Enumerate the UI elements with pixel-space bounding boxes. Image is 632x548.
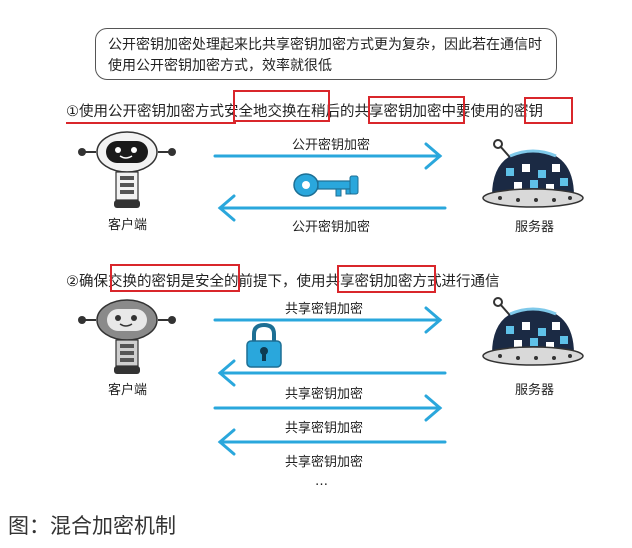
step1-heading: ①使用公开密钥加密方式安全地交换在稍后的共享密钥加密中要使用的密钥 [66,104,543,120]
server-dome-icon-2 [482,297,584,366]
robot-client-icon [78,131,176,208]
figure-caption: 图：混合加密机制 [8,514,176,538]
robot-client-icon-2 [78,299,176,374]
highlight-box-shared-key-method [337,265,436,293]
highlight-box-safe-exchange [233,90,330,122]
arrow-right-step1 [213,142,443,170]
highlight-box-key [524,97,573,124]
padlock-icon [246,322,282,368]
arrow-left-step2-2 [217,428,447,456]
server-dome-icon [482,139,584,208]
highlight-box-shared-key [368,96,465,124]
step2-arrow-label-3: 共享密钥加密 [285,421,364,436]
arrow-right-step2-2 [213,394,443,422]
step2-arrow-label-2: 共享密钥加密 [285,387,364,402]
ellipsis: … [315,474,328,489]
arrow-right-step2-1 [213,306,443,334]
arrow-left-step2-1 [217,359,447,387]
step1-server-label: 服务器 [515,220,555,235]
step2-server-label: 服务器 [515,383,555,398]
highlight-box-exchanged-key-safe [110,264,240,292]
step1-arrow-top-label: 公开密钥加密 [292,138,371,153]
arrow-left-step1 [217,194,447,222]
step2-heading: ②确保交换的密钥是安全的前提下，使用共享密钥加密方式进行通信 [66,274,500,290]
step1-client-label: 客户端 [108,218,148,233]
key-icon [293,173,359,197]
intro-note: 公开密钥加密处理起来比共享密钥加密方式更为复杂，因此若在通信时使用公开密钥加密方… [95,28,557,80]
step2-arrow-label-4: 共享密钥加密 [285,455,364,470]
step2-client-label: 客户端 [108,383,148,398]
step1-arrow-bottom-label: 公开密钥加密 [292,220,371,235]
step1-underline [66,122,236,124]
step2-arrow-label-1: 共享密钥加密 [285,302,364,317]
